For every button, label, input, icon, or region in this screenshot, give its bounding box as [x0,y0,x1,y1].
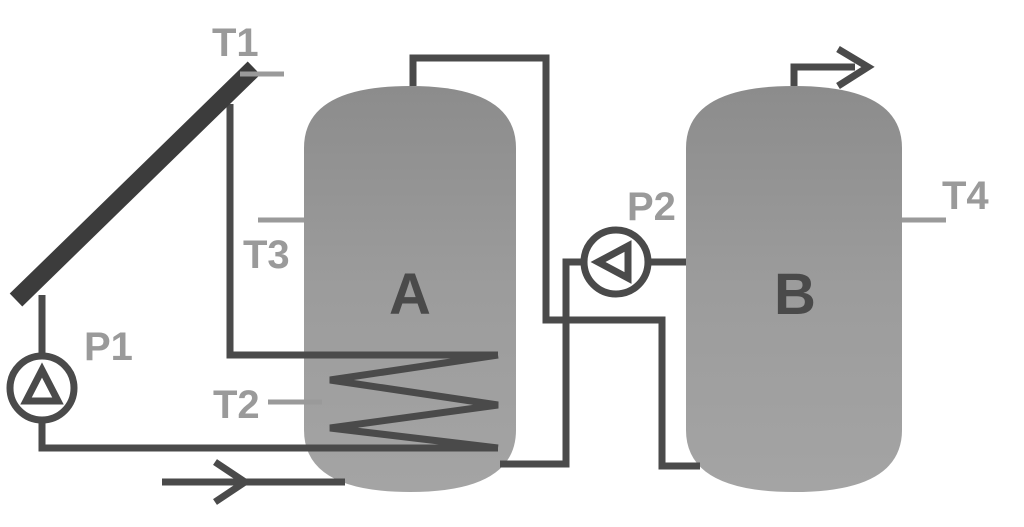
pump-p2-circle [580,226,652,298]
pump-p1 [6,352,78,424]
pump-p1-label: P1 [84,325,133,369]
heat-exchanger-coil [329,351,499,452]
pump-p2-label: P2 [627,185,676,229]
tank-a-body [304,86,516,492]
solar-collector-panel [9,61,261,307]
sensor-t3-label: T3 [243,233,290,277]
pump-p1-triangle-icon [20,362,64,405]
collector-flow-pipe [226,104,498,359]
tank-b-body [686,86,902,492]
sensor-t2-label: T2 [213,383,260,427]
hot-water-outlet-pipe [790,63,855,86]
sensor-t1-label: T1 [212,21,259,65]
outlet-arrow-icon [836,45,875,89]
pump-p2 [580,226,652,298]
tank-a-to-p2-pipe [500,258,582,468]
tank-a-label: A [389,262,431,327]
pump-p2-triangle-icon [590,240,632,284]
tank-a-to-tank-b-pipe [409,54,700,470]
tank-b-label: B [774,262,816,327]
sensor-t4-label: T4 [942,174,989,218]
inlet-arrow-icon [213,459,252,505]
collector-return-pipe [38,415,498,452]
